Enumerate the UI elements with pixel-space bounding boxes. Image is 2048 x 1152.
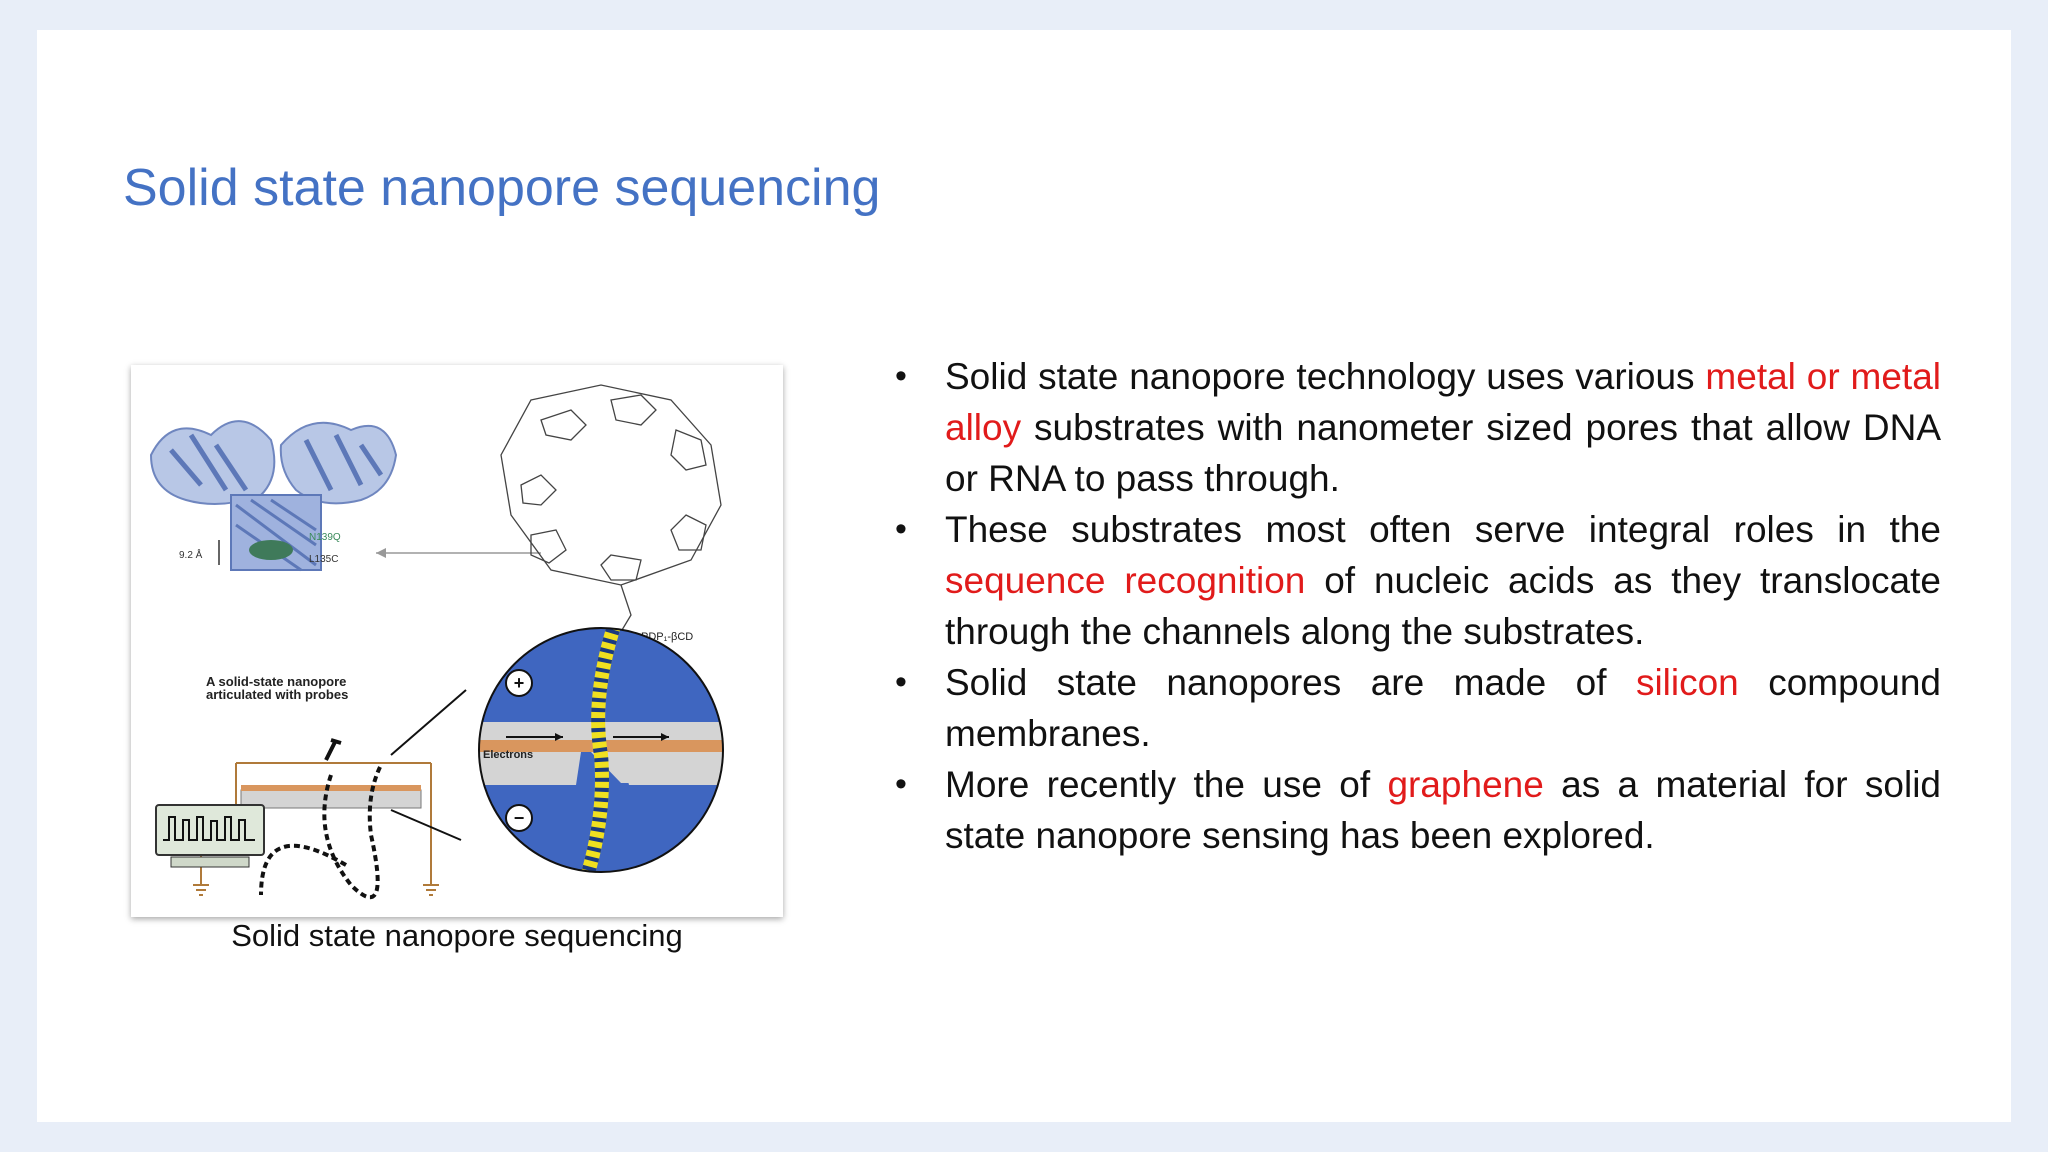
arrow-head-icon: [376, 548, 386, 558]
signal-monitor-icon: [155, 804, 265, 868]
dimension-label: 9.2 Å: [179, 548, 203, 561]
bullet-item: More recently the use of graphene as a m…: [895, 759, 1941, 861]
figure-caption: Solid state nanopore sequencing: [231, 918, 683, 953]
highlight-text: metal or metal alloy: [945, 356, 1941, 448]
membrane-setup: [193, 738, 439, 900]
minus-label: −: [514, 808, 525, 828]
bullet-item: These substrates most often serve integr…: [895, 504, 1941, 657]
protein-pore-illustration: [149, 420, 398, 572]
slide: Solid state nanopore sequencing 9.2 Å N1…: [37, 30, 2011, 1122]
bullet-item: Solid state nanopores are made of silico…: [895, 657, 1941, 759]
diagram-heading-line2: articulated with probes: [206, 687, 348, 702]
plus-label: +: [514, 673, 525, 693]
minus-electrode-icon: [505, 804, 533, 832]
nanopore-figure: 9.2 Å N139Q L135C am₆amPDP₁-βCD A solid-…: [131, 365, 783, 917]
diagram-heading-line1: A solid-state nanopore: [206, 674, 346, 689]
zoom-line-top: [390, 689, 467, 756]
nanopore-illustration: 9.2 Å N139Q L135C am₆amPDP₁-βCD A solid-…: [149, 384, 724, 900]
magnified-circle-outline: [478, 627, 724, 873]
bullet-list: Solid state nanopore technology uses var…: [895, 351, 1941, 861]
zoom-line-bottom: [390, 809, 462, 841]
bullet-item: Solid state nanopore technology uses var…: [895, 351, 1941, 504]
mutation-label-n139q: N139Q: [309, 532, 341, 543]
plus-electrode-icon: [505, 669, 533, 697]
mutation-label-l135c: L135C: [309, 554, 338, 565]
highlight-text: silicon: [1635, 662, 1739, 703]
highlight-text: sequence recognition: [945, 560, 1306, 601]
slide-title: Solid state nanopore sequencing: [123, 159, 881, 217]
electrons-label: Electrons: [483, 749, 533, 761]
highlight-text: graphene: [1387, 764, 1544, 805]
